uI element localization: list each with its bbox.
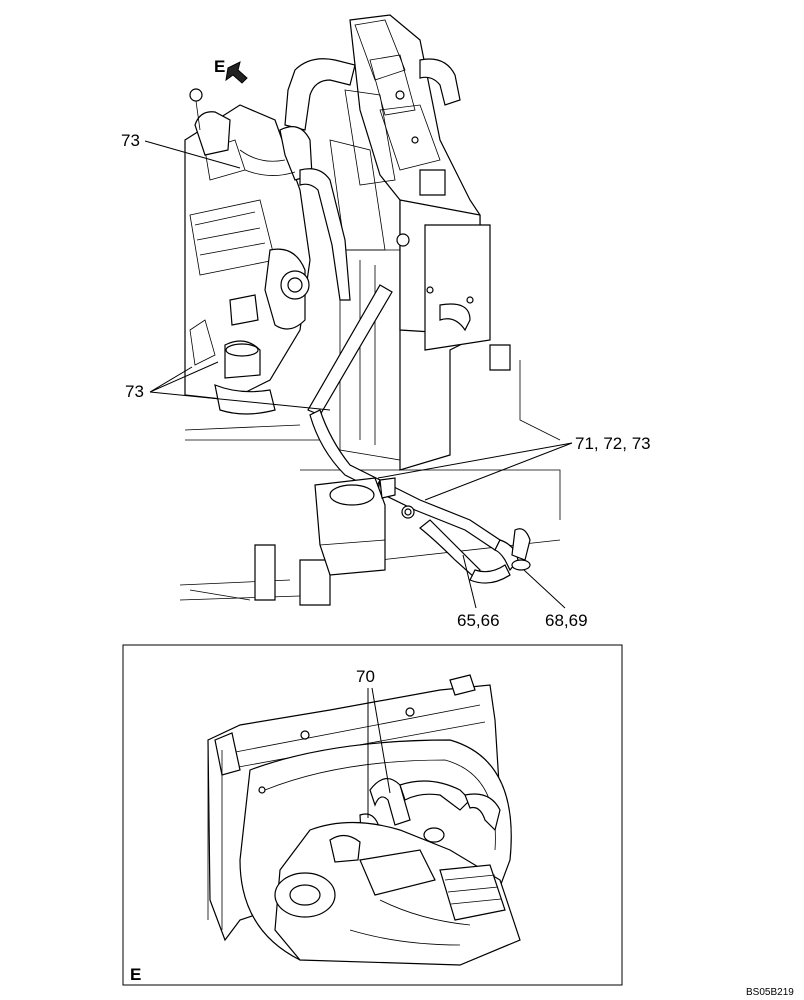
inset-view: 70 E: [122, 644, 623, 986]
callout-71-72-73-text: 71, 72, 73: [575, 434, 651, 453]
radiator-assembly: [329, 14, 511, 471]
callout-68-69-text: 68,69: [545, 611, 588, 630]
view-arrow-letter: E: [214, 57, 225, 76]
callout-73-left-text: 73: [125, 382, 144, 401]
callout-70-text: 70: [356, 667, 375, 686]
frame-floor: [179, 360, 561, 606]
engine: [184, 88, 313, 415]
main-view: E 73 73 71, 72, 73 65,66 68,69: [121, 14, 651, 630]
callout-73-top-text: 73: [121, 131, 140, 150]
callout-68-69: 68,69: [523, 569, 588, 630]
callout-71-72-73: 71, 72, 73: [377, 434, 651, 501]
inset-border: [122, 644, 623, 986]
callout-73-left: 73: [125, 361, 331, 411]
callout-73-top: 73: [121, 131, 241, 169]
drawing-code: BS05B219: [746, 987, 794, 998]
inset-engine: [274, 821, 521, 966]
callout-65-66-text: 65,66: [457, 611, 500, 630]
upper-hose: [284, 58, 461, 131]
callout-65-66: 65,66: [457, 554, 500, 630]
callout-70: 70: [356, 667, 391, 818]
view-arrow: E: [214, 57, 248, 84]
view-arrow-icon: [225, 61, 248, 84]
pump-pedestal: [314, 477, 396, 576]
inset-view-letter: E: [130, 965, 141, 984]
